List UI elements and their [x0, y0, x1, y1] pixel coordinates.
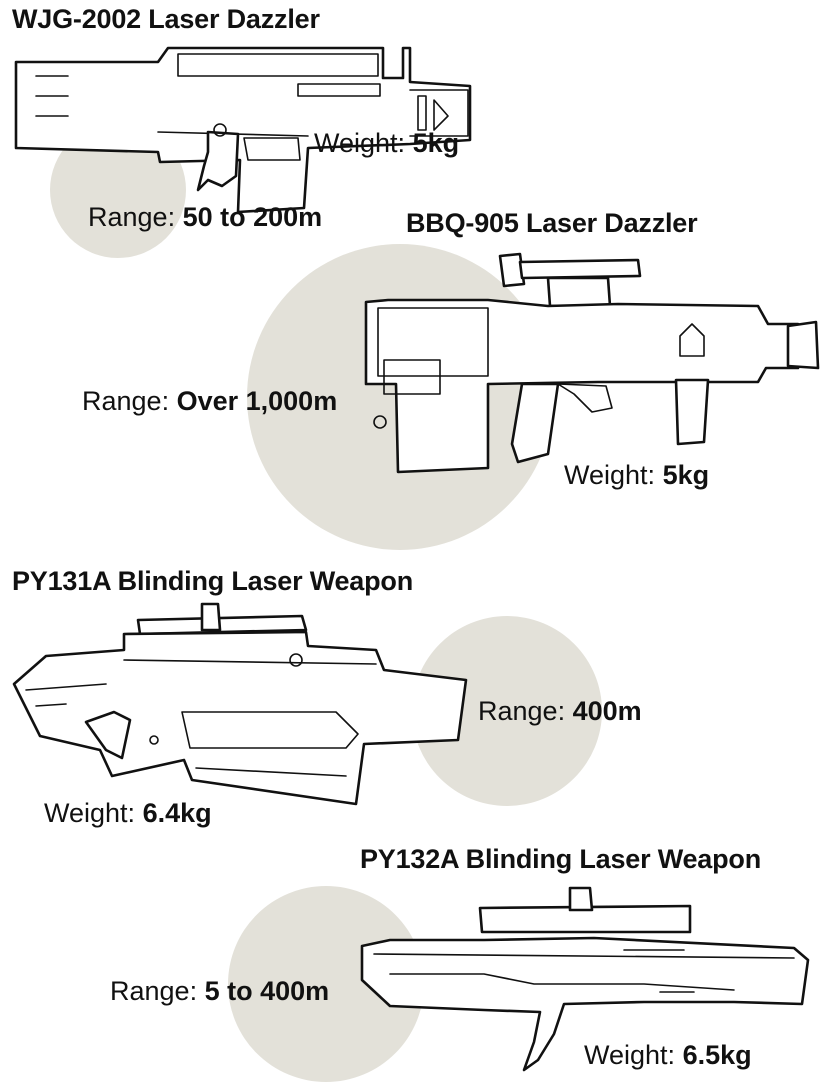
- range-value: 400m: [572, 696, 642, 726]
- weight-value: 6.5kg: [682, 1040, 752, 1070]
- weight-label: Weight:: [44, 798, 136, 828]
- range-value: Over 1,000m: [176, 386, 338, 416]
- range-label: Range:: [110, 976, 198, 1006]
- weight-stat: Weight: 6.5kg: [584, 1040, 752, 1071]
- range-label: Range:: [82, 386, 170, 416]
- range-value: 50 to 200m: [182, 202, 323, 232]
- weight-label: Weight:: [314, 128, 406, 158]
- weapon-title: BBQ-905 Laser Dazzler: [406, 208, 698, 238]
- range-stat: Range: Over 1,000m: [82, 386, 337, 417]
- range-stat: Range: 400m: [478, 696, 642, 727]
- range-label: Range:: [88, 202, 176, 232]
- weight-value: 6.4kg: [142, 798, 212, 828]
- bullpup-laser-icon: [12, 602, 468, 806]
- weight-value: 5kg: [412, 128, 460, 158]
- range-stat: Range: 50 to 200m: [88, 202, 322, 233]
- weapon-title: PY132A Blinding Laser Weapon: [360, 844, 761, 874]
- laser-rifle-scoped-icon: [364, 252, 820, 474]
- long-laser-rifle-icon: [360, 886, 810, 1072]
- weight-stat: Weight: 5kg: [314, 128, 459, 159]
- range-value: 5 to 400m: [204, 976, 330, 1006]
- weight-label: Weight:: [564, 460, 656, 490]
- weight-stat: Weight: 5kg: [564, 460, 709, 491]
- weight-label: Weight:: [584, 1040, 676, 1070]
- range-stat: Range: 5 to 400m: [110, 976, 329, 1007]
- range-label: Range:: [478, 696, 566, 726]
- weapon-title: WJG-2002 Laser Dazzler: [12, 4, 320, 34]
- weight-value: 5kg: [662, 460, 710, 490]
- weight-stat: Weight: 6.4kg: [44, 798, 212, 829]
- laser-rifle-icon: [14, 46, 472, 214]
- weapon-title: PY131A Blinding Laser Weapon: [12, 566, 413, 596]
